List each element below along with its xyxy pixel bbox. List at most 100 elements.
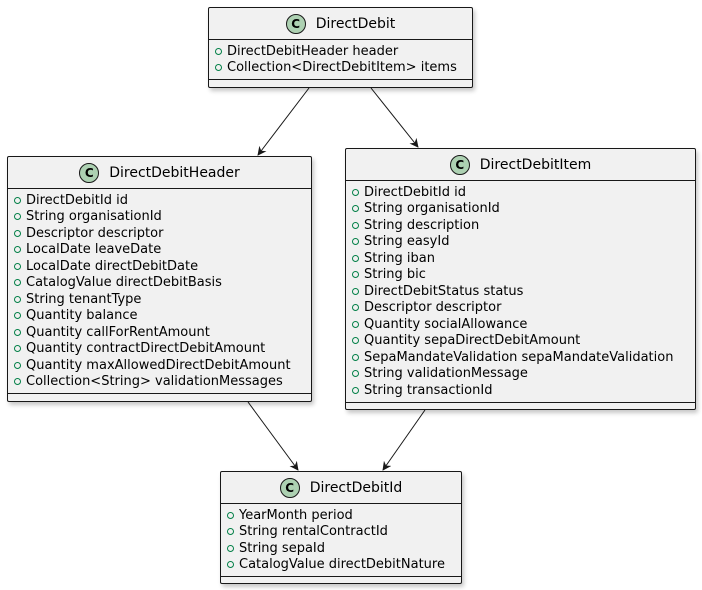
public-visibility-icon: [14, 279, 21, 287]
public-visibility-icon: [215, 64, 222, 72]
attribute-row: CatalogValue directDebitNature: [227, 557, 461, 574]
attribute-text: Quantity callForRentAmount: [26, 324, 210, 340]
attribute-row: LocalDate directDebitDate: [14, 258, 311, 275]
class-directdebitheader[interactable]: C DirectDebitHeader DirectDebitId id Str…: [7, 156, 312, 402]
attribute-row: DirectDebitId id: [352, 184, 695, 201]
class-name: DirectDebit: [315, 15, 396, 32]
attribute-text: Collection<DirectDebitItem> items: [227, 60, 457, 76]
attribute-text: String organisationId: [364, 201, 500, 217]
attribute-text: DirectDebitId id: [26, 192, 128, 208]
public-visibility-icon: [14, 361, 21, 369]
class-name: DirectDebitHeader: [109, 164, 240, 181]
attribute-row: String validationMessage: [352, 366, 695, 383]
attribute-text: Quantity contractDirectDebitAmount: [26, 341, 266, 357]
attribute-text: String bic: [364, 267, 426, 283]
attribute-text: String validationMessage: [364, 366, 528, 382]
attribute-row: SepaMandateValidation sepaMandateValidat…: [352, 349, 695, 366]
public-visibility-icon: [14, 328, 21, 336]
attribute-list: DirectDebitId id String organisationId D…: [8, 189, 311, 394]
attribute-text: String easyId: [364, 234, 450, 250]
attribute-text: Collection<String> validationMessages: [26, 374, 283, 390]
attribute-row: Quantity callForRentAmount: [14, 324, 311, 341]
attribute-row: Quantity contractDirectDebitAmount: [14, 341, 311, 358]
attribute-text: DirectDebitHeader header: [227, 43, 399, 59]
public-visibility-icon: [14, 246, 21, 254]
attribute-row: String organisationId: [352, 201, 695, 218]
attribute-row: Collection<String> validationMessages: [14, 374, 311, 391]
attribute-row: Descriptor descriptor: [352, 300, 695, 317]
public-visibility-icon: [14, 312, 21, 320]
relation-directdebit-to-header: [257, 87, 310, 156]
attribute-row: Quantity balance: [14, 308, 311, 325]
method-list: [209, 80, 472, 87]
attribute-row: DirectDebitId id: [14, 192, 311, 209]
attribute-row: DirectDebitHeader header: [215, 43, 472, 60]
class-stereotype-icon: C: [279, 477, 300, 498]
attribute-text: YearMonth period: [239, 507, 353, 523]
public-visibility-icon: [227, 561, 234, 569]
public-visibility-icon: [14, 262, 21, 270]
attribute-text: String organisationId: [26, 209, 162, 225]
attribute-text: CatalogValue directDebitNature: [239, 557, 445, 573]
attribute-list: YearMonth period String rentalContractId…: [221, 504, 461, 577]
class-stereotype-icon: C: [285, 13, 306, 34]
attribute-row: LocalDate leaveDate: [14, 242, 311, 259]
public-visibility-icon: [352, 238, 359, 246]
public-visibility-icon: [352, 254, 359, 262]
class-directdebit[interactable]: C DirectDebit DirectDebitHeader header C…: [208, 7, 473, 88]
attribute-row: Quantity maxAllowedDirectDebitAmount: [14, 357, 311, 374]
attribute-text: String iban: [364, 250, 435, 266]
public-visibility-icon: [352, 353, 359, 361]
public-visibility-icon: [352, 386, 359, 394]
public-visibility-icon: [227, 528, 234, 536]
attribute-row: Descriptor descriptor: [14, 225, 311, 242]
attribute-text: String description: [364, 217, 480, 233]
class-stereotype-icon: C: [449, 154, 470, 175]
attribute-text: LocalDate directDebitDate: [26, 258, 199, 274]
attribute-text: String sepaId: [239, 540, 326, 556]
class-directdebititem[interactable]: C DirectDebitItem DirectDebitId id Strin…: [345, 148, 696, 410]
public-visibility-icon: [14, 213, 21, 221]
attribute-text: Descriptor descriptor: [26, 225, 164, 241]
public-visibility-icon: [14, 229, 21, 237]
attribute-row: YearMonth period: [227, 507, 461, 524]
attribute-text: Quantity balance: [26, 308, 138, 324]
attribute-row: Quantity sepaDirectDebitAmount: [352, 333, 695, 350]
public-visibility-icon: [352, 287, 359, 295]
attribute-text: Quantity maxAllowedDirectDebitAmount: [26, 357, 291, 373]
public-visibility-icon: [352, 320, 359, 328]
attribute-text: Quantity socialAllowance: [364, 316, 528, 332]
public-visibility-icon: [352, 221, 359, 229]
attribute-row: String organisationId: [14, 209, 311, 226]
attribute-row: Quantity socialAllowance: [352, 316, 695, 333]
class-name: DirectDebitItem: [479, 156, 592, 173]
attribute-text: SepaMandateValidation sepaMandateValidat…: [364, 349, 674, 365]
attribute-row: String iban: [352, 250, 695, 267]
class-directdebitid[interactable]: C DirectDebitId YearMonth period String …: [220, 471, 462, 584]
public-visibility-icon: [352, 188, 359, 196]
attribute-text: LocalDate leaveDate: [26, 242, 162, 258]
public-visibility-icon: [352, 370, 359, 378]
relation-item-to-id: [382, 409, 426, 471]
attribute-row: DirectDebitStatus status: [352, 283, 695, 300]
class-header: C DirectDebitItem: [346, 149, 695, 181]
attribute-row: String transactionId: [352, 382, 695, 399]
attribute-row: String rentalContractId: [227, 524, 461, 541]
attribute-row: String easyId: [352, 234, 695, 251]
public-visibility-icon: [352, 304, 359, 312]
public-visibility-icon: [14, 378, 21, 386]
attribute-row: String description: [352, 217, 695, 234]
attribute-text: String tenantType: [26, 291, 142, 307]
public-visibility-icon: [215, 47, 222, 55]
method-list: [346, 403, 695, 410]
public-visibility-icon: [352, 271, 359, 279]
attribute-text: CatalogValue directDebitBasis: [26, 275, 222, 291]
relation-directdebit-to-item: [370, 87, 419, 148]
relation-header-to-id: [247, 401, 299, 471]
public-visibility-icon: [227, 544, 234, 552]
attribute-text: Quantity sepaDirectDebitAmount: [364, 333, 581, 349]
class-header: C DirectDebitId: [221, 472, 461, 504]
method-list: [8, 394, 311, 401]
class-header: C DirectDebit: [209, 8, 472, 40]
